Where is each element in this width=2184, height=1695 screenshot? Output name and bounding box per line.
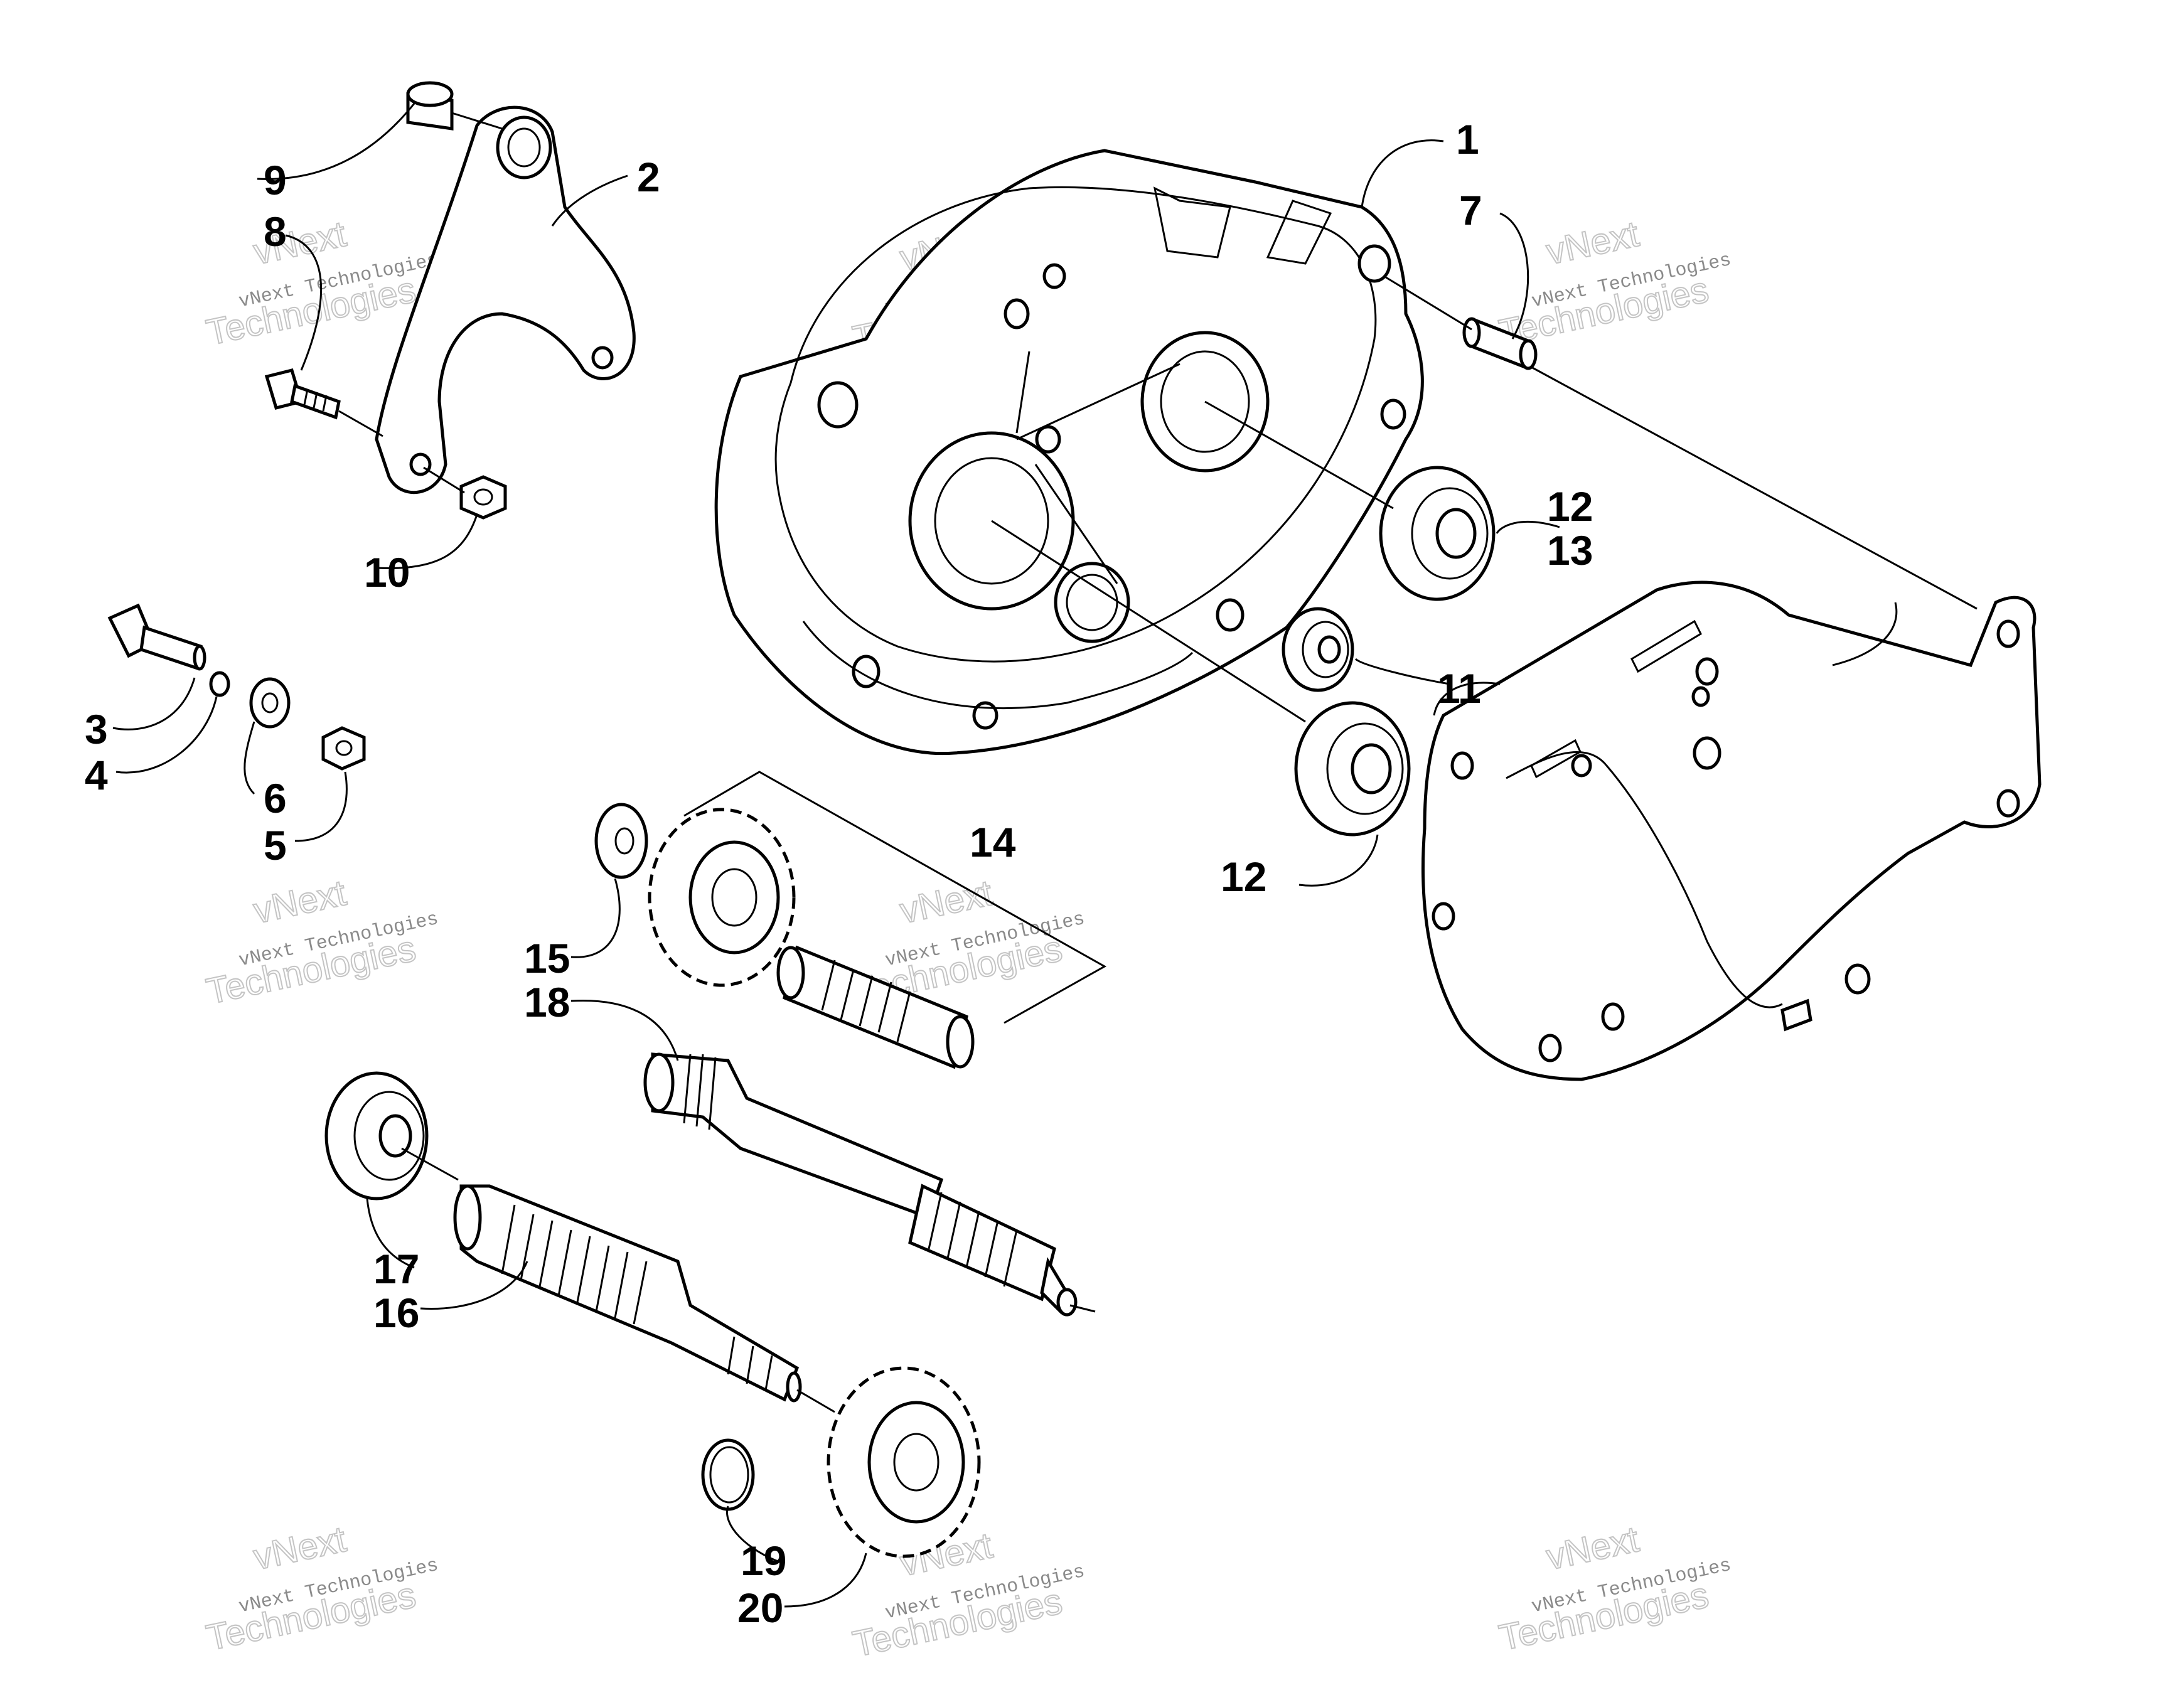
callout-7: 7 xyxy=(1459,187,1482,233)
callout-9: 9 xyxy=(264,157,287,203)
callout-19: 19 xyxy=(741,1537,786,1584)
callout-20: 20 xyxy=(737,1585,783,1631)
bearing-icon xyxy=(1294,701,1411,837)
callout-15: 15 xyxy=(524,935,570,981)
callout-10: 10 xyxy=(364,549,410,596)
svg-text:vNext: vNext xyxy=(250,872,350,931)
callout-13: 13 xyxy=(1547,527,1593,574)
nut-icon xyxy=(459,475,507,520)
gear-icon xyxy=(648,808,796,987)
callout-1: 1 xyxy=(1456,116,1479,163)
callout-16: 16 xyxy=(373,1290,419,1336)
callout-2: 2 xyxy=(637,154,660,200)
washer-icon xyxy=(249,677,291,729)
svg-text:vNext: vNext xyxy=(1543,1519,1642,1578)
washer-icon xyxy=(594,803,648,879)
bushing-icon xyxy=(406,81,454,131)
callout-labels: 1 7 2 9 8 10 3 4 6 5 12 13 11 12 14 15 1… xyxy=(85,116,1593,1631)
callout-11: 11 xyxy=(1437,665,1481,712)
bearing-icon xyxy=(1379,466,1496,601)
nut-icon xyxy=(321,726,366,771)
shoulder-bolt-icon xyxy=(107,603,206,671)
dowel-pin-icon xyxy=(1462,317,1538,370)
svg-text:vNext: vNext xyxy=(250,1519,350,1578)
callout-5: 5 xyxy=(264,822,287,869)
callout-4: 4 xyxy=(85,752,108,798)
bolt-icon xyxy=(264,368,341,420)
callout-3: 3 xyxy=(85,706,108,752)
callout-8: 8 xyxy=(264,208,287,255)
callout-14: 14 xyxy=(970,819,1016,865)
shaft-icon xyxy=(776,945,975,1069)
shaft-icon xyxy=(643,1052,1078,1317)
watermark: vNext vNext Technologies Technologies xyxy=(1495,213,1733,354)
watermark: vNext vNext Technologies Technologies xyxy=(202,1518,440,1659)
watermark: vNext vNext Technologies Technologies xyxy=(1495,1518,1733,1659)
callout-12-top: 12 xyxy=(1547,483,1593,530)
circlip-icon xyxy=(701,1438,755,1511)
bracket-icon xyxy=(375,105,636,495)
callout-6: 6 xyxy=(264,775,287,821)
callout-17: 17 xyxy=(373,1246,419,1292)
o-ring-icon xyxy=(209,671,230,697)
svg-text:vNext: vNext xyxy=(896,872,996,931)
shaft-icon xyxy=(453,1184,802,1403)
callout-12-bottom: 12 xyxy=(1221,853,1266,900)
callout-18: 18 xyxy=(524,979,570,1025)
gear-icon xyxy=(827,1366,981,1558)
leader-lines xyxy=(112,103,1898,1608)
watermark: vNext vNext Technologies Technologies xyxy=(202,872,440,1013)
gasket-icon xyxy=(1421,580,2042,1081)
bearing-icon xyxy=(1282,607,1354,692)
svg-text:vNext: vNext xyxy=(1543,213,1642,272)
bearing-icon xyxy=(324,1071,429,1200)
